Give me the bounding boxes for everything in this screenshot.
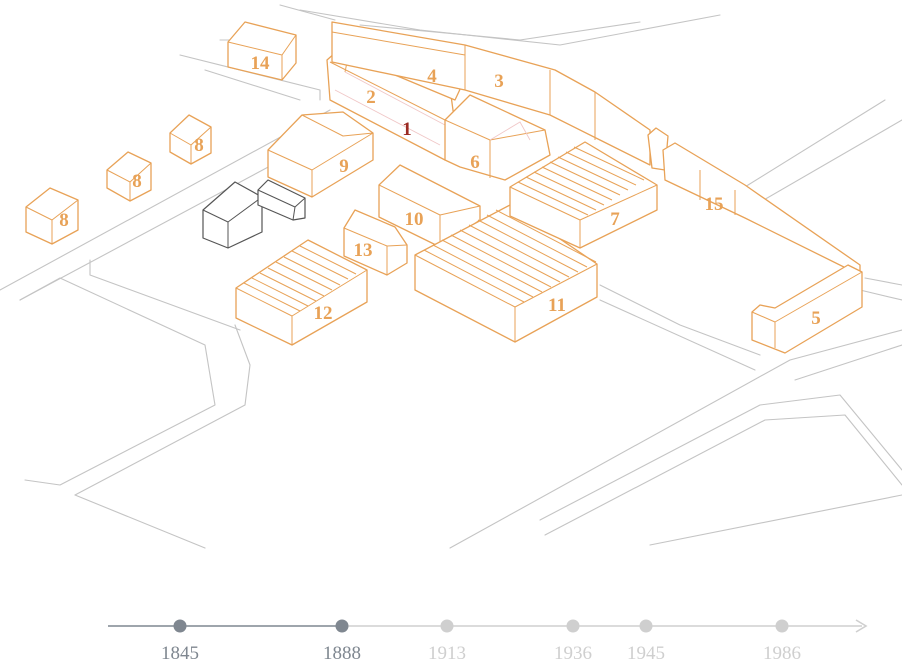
building-7 bbox=[509, 141, 658, 249]
label-building-6: 6 bbox=[470, 152, 480, 173]
timeline-year-1913[interactable]: 1913 bbox=[428, 643, 466, 661]
label-building-8b: 8 bbox=[132, 171, 142, 192]
label-building-8c: 8 bbox=[194, 135, 204, 156]
timeline-year-1986[interactable]: 1986 bbox=[763, 643, 801, 661]
timeline-year-1845[interactable]: 1845 bbox=[161, 643, 199, 661]
building-3 bbox=[331, 21, 651, 166]
label-building-4: 4 bbox=[427, 66, 437, 87]
building-8a bbox=[25, 187, 79, 245]
label-building-5: 5 bbox=[811, 308, 821, 329]
timeline-arrow-icon bbox=[855, 619, 868, 633]
timeline-dot-1888[interactable] bbox=[335, 619, 349, 633]
timeline-dot-1936[interactable] bbox=[566, 619, 580, 633]
label-building-15: 15 bbox=[705, 194, 724, 215]
label-building-2: 2 bbox=[366, 87, 376, 108]
building-labels: 1 2 3 4 5 6 7 8 8 8 9 10 11 12 13 14 15 bbox=[59, 53, 821, 329]
building-old-b bbox=[257, 179, 306, 221]
building-15 bbox=[662, 142, 861, 276]
building-9 bbox=[267, 111, 374, 198]
label-building-3: 3 bbox=[494, 71, 504, 92]
building-10 bbox=[378, 164, 481, 248]
building-5 bbox=[751, 264, 863, 354]
building-6 bbox=[444, 94, 551, 181]
building-8b bbox=[106, 151, 152, 202]
label-building-13: 13 bbox=[354, 240, 373, 261]
label-building-7: 7 bbox=[610, 209, 620, 230]
building-13 bbox=[343, 209, 408, 276]
building-8c bbox=[169, 114, 212, 165]
label-building-9: 9 bbox=[339, 156, 349, 177]
timeline-year-1945[interactable]: 1945 bbox=[627, 643, 665, 661]
timeline-dot-1986[interactable] bbox=[775, 619, 789, 633]
label-building-14: 14 bbox=[251, 53, 271, 74]
road-network bbox=[0, 4, 902, 549]
label-building-10: 10 bbox=[405, 209, 424, 230]
timeline-year-1936[interactable]: 1936 bbox=[554, 643, 592, 661]
timeline-year-1888[interactable]: 1888 bbox=[323, 643, 361, 661]
building-old-a bbox=[202, 181, 263, 249]
timeline-dot-1845[interactable] bbox=[173, 619, 187, 633]
label-building-8a: 8 bbox=[59, 210, 69, 231]
building-11 bbox=[414, 204, 598, 343]
timeline: 1845 1888 1913 1936 1945 1986 bbox=[108, 619, 868, 661]
label-building-1: 1 bbox=[402, 119, 412, 140]
timeline-dot-1913[interactable] bbox=[440, 619, 454, 633]
timeline-dot-1945[interactable] bbox=[639, 619, 653, 633]
building-12 bbox=[235, 239, 368, 346]
label-building-11: 11 bbox=[548, 295, 566, 316]
label-building-12: 12 bbox=[314, 303, 333, 324]
building-14 bbox=[227, 21, 297, 81]
